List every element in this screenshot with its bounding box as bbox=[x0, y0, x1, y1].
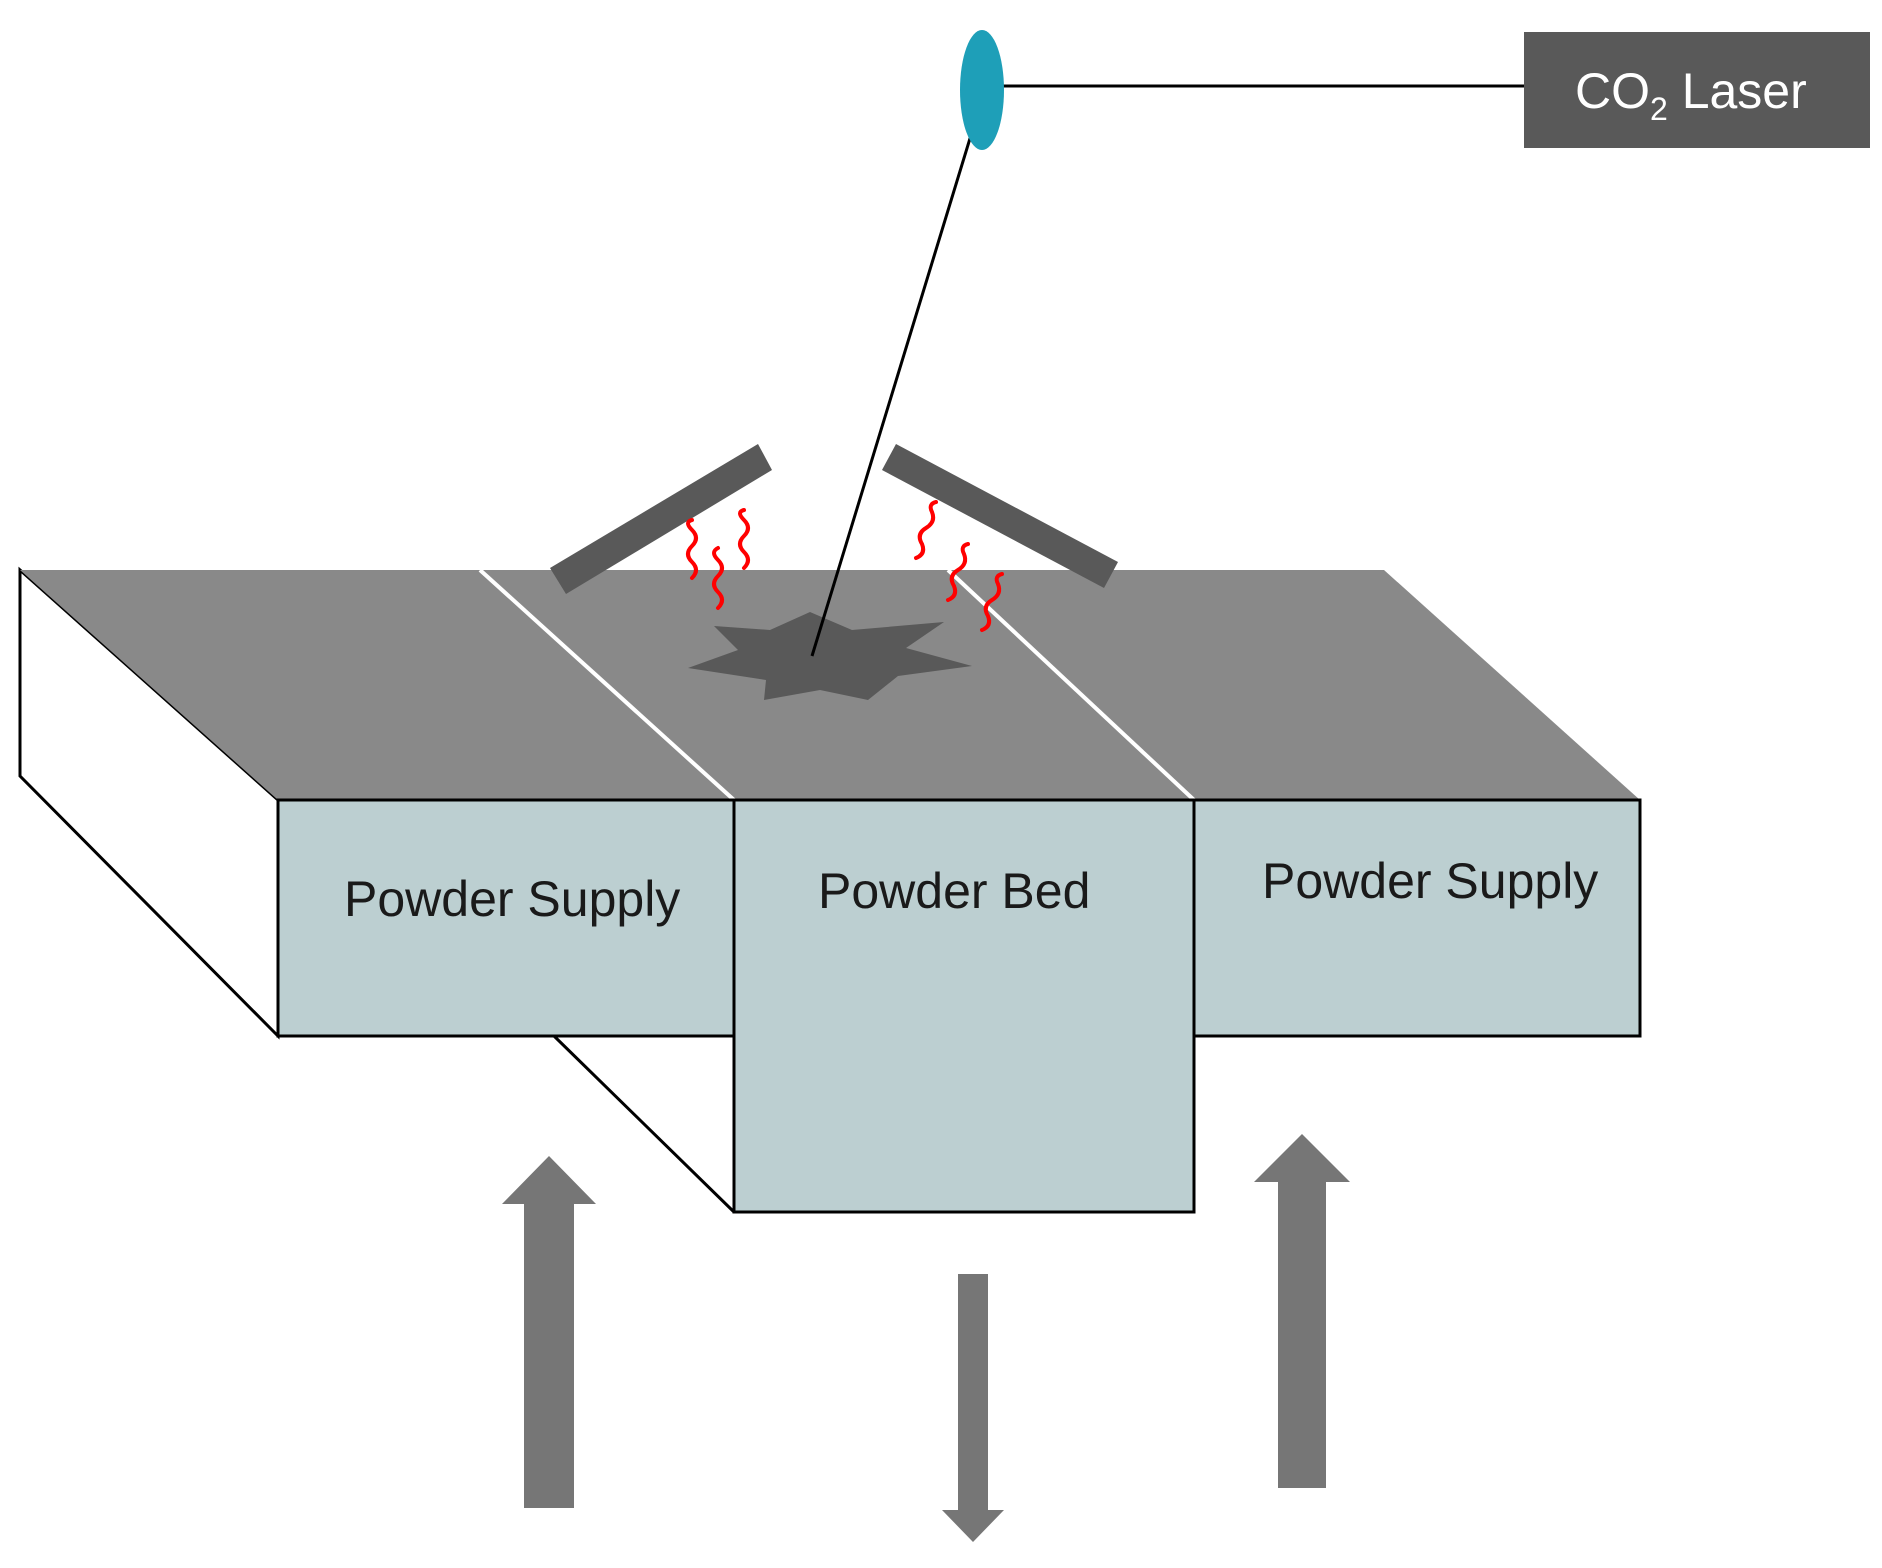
powder-bed-down-arrow bbox=[942, 1274, 1004, 1542]
left-supply-up-arrow bbox=[502, 1156, 596, 1508]
heat-wave-6 bbox=[980, 572, 1004, 632]
heat-wave-4 bbox=[914, 500, 938, 560]
right-supply-up-arrow bbox=[1254, 1134, 1350, 1488]
co2-laser-box bbox=[1524, 32, 1870, 148]
right-powder-supply-box bbox=[1192, 798, 1642, 1038]
co2-laser-label-suffix: Laser bbox=[1668, 63, 1807, 119]
powder-bed-box bbox=[732, 798, 1196, 1214]
co2-laser-label-subscript: 2 bbox=[1650, 91, 1668, 127]
recoater-blade-right bbox=[882, 444, 1118, 588]
right-powder-supply-label: Powder Supply bbox=[1262, 853, 1598, 909]
top-divider-left bbox=[478, 568, 736, 802]
melt-pool bbox=[688, 612, 972, 700]
heat-wave-5 bbox=[946, 542, 970, 602]
heat-waves bbox=[686, 500, 1004, 632]
underside-edge bbox=[552, 1034, 736, 1214]
left-powder-supply-label: Powder Supply bbox=[344, 871, 680, 927]
laser-beam-to-bed bbox=[810, 85, 988, 657]
heat-wave-3 bbox=[738, 508, 750, 570]
co2-laser-label: CO2 Laser bbox=[1575, 63, 1807, 127]
heat-wave-2 bbox=[712, 546, 724, 610]
co2-laser-label-prefix: CO bbox=[1575, 63, 1650, 119]
heat-wave-1 bbox=[686, 518, 698, 580]
left-powder-supply-box bbox=[276, 798, 736, 1038]
recoater-blade-left bbox=[550, 444, 772, 594]
focusing-lens bbox=[960, 30, 1004, 150]
powder-bed-label: Powder Bed bbox=[818, 863, 1090, 919]
top-divider-right bbox=[946, 568, 1196, 802]
